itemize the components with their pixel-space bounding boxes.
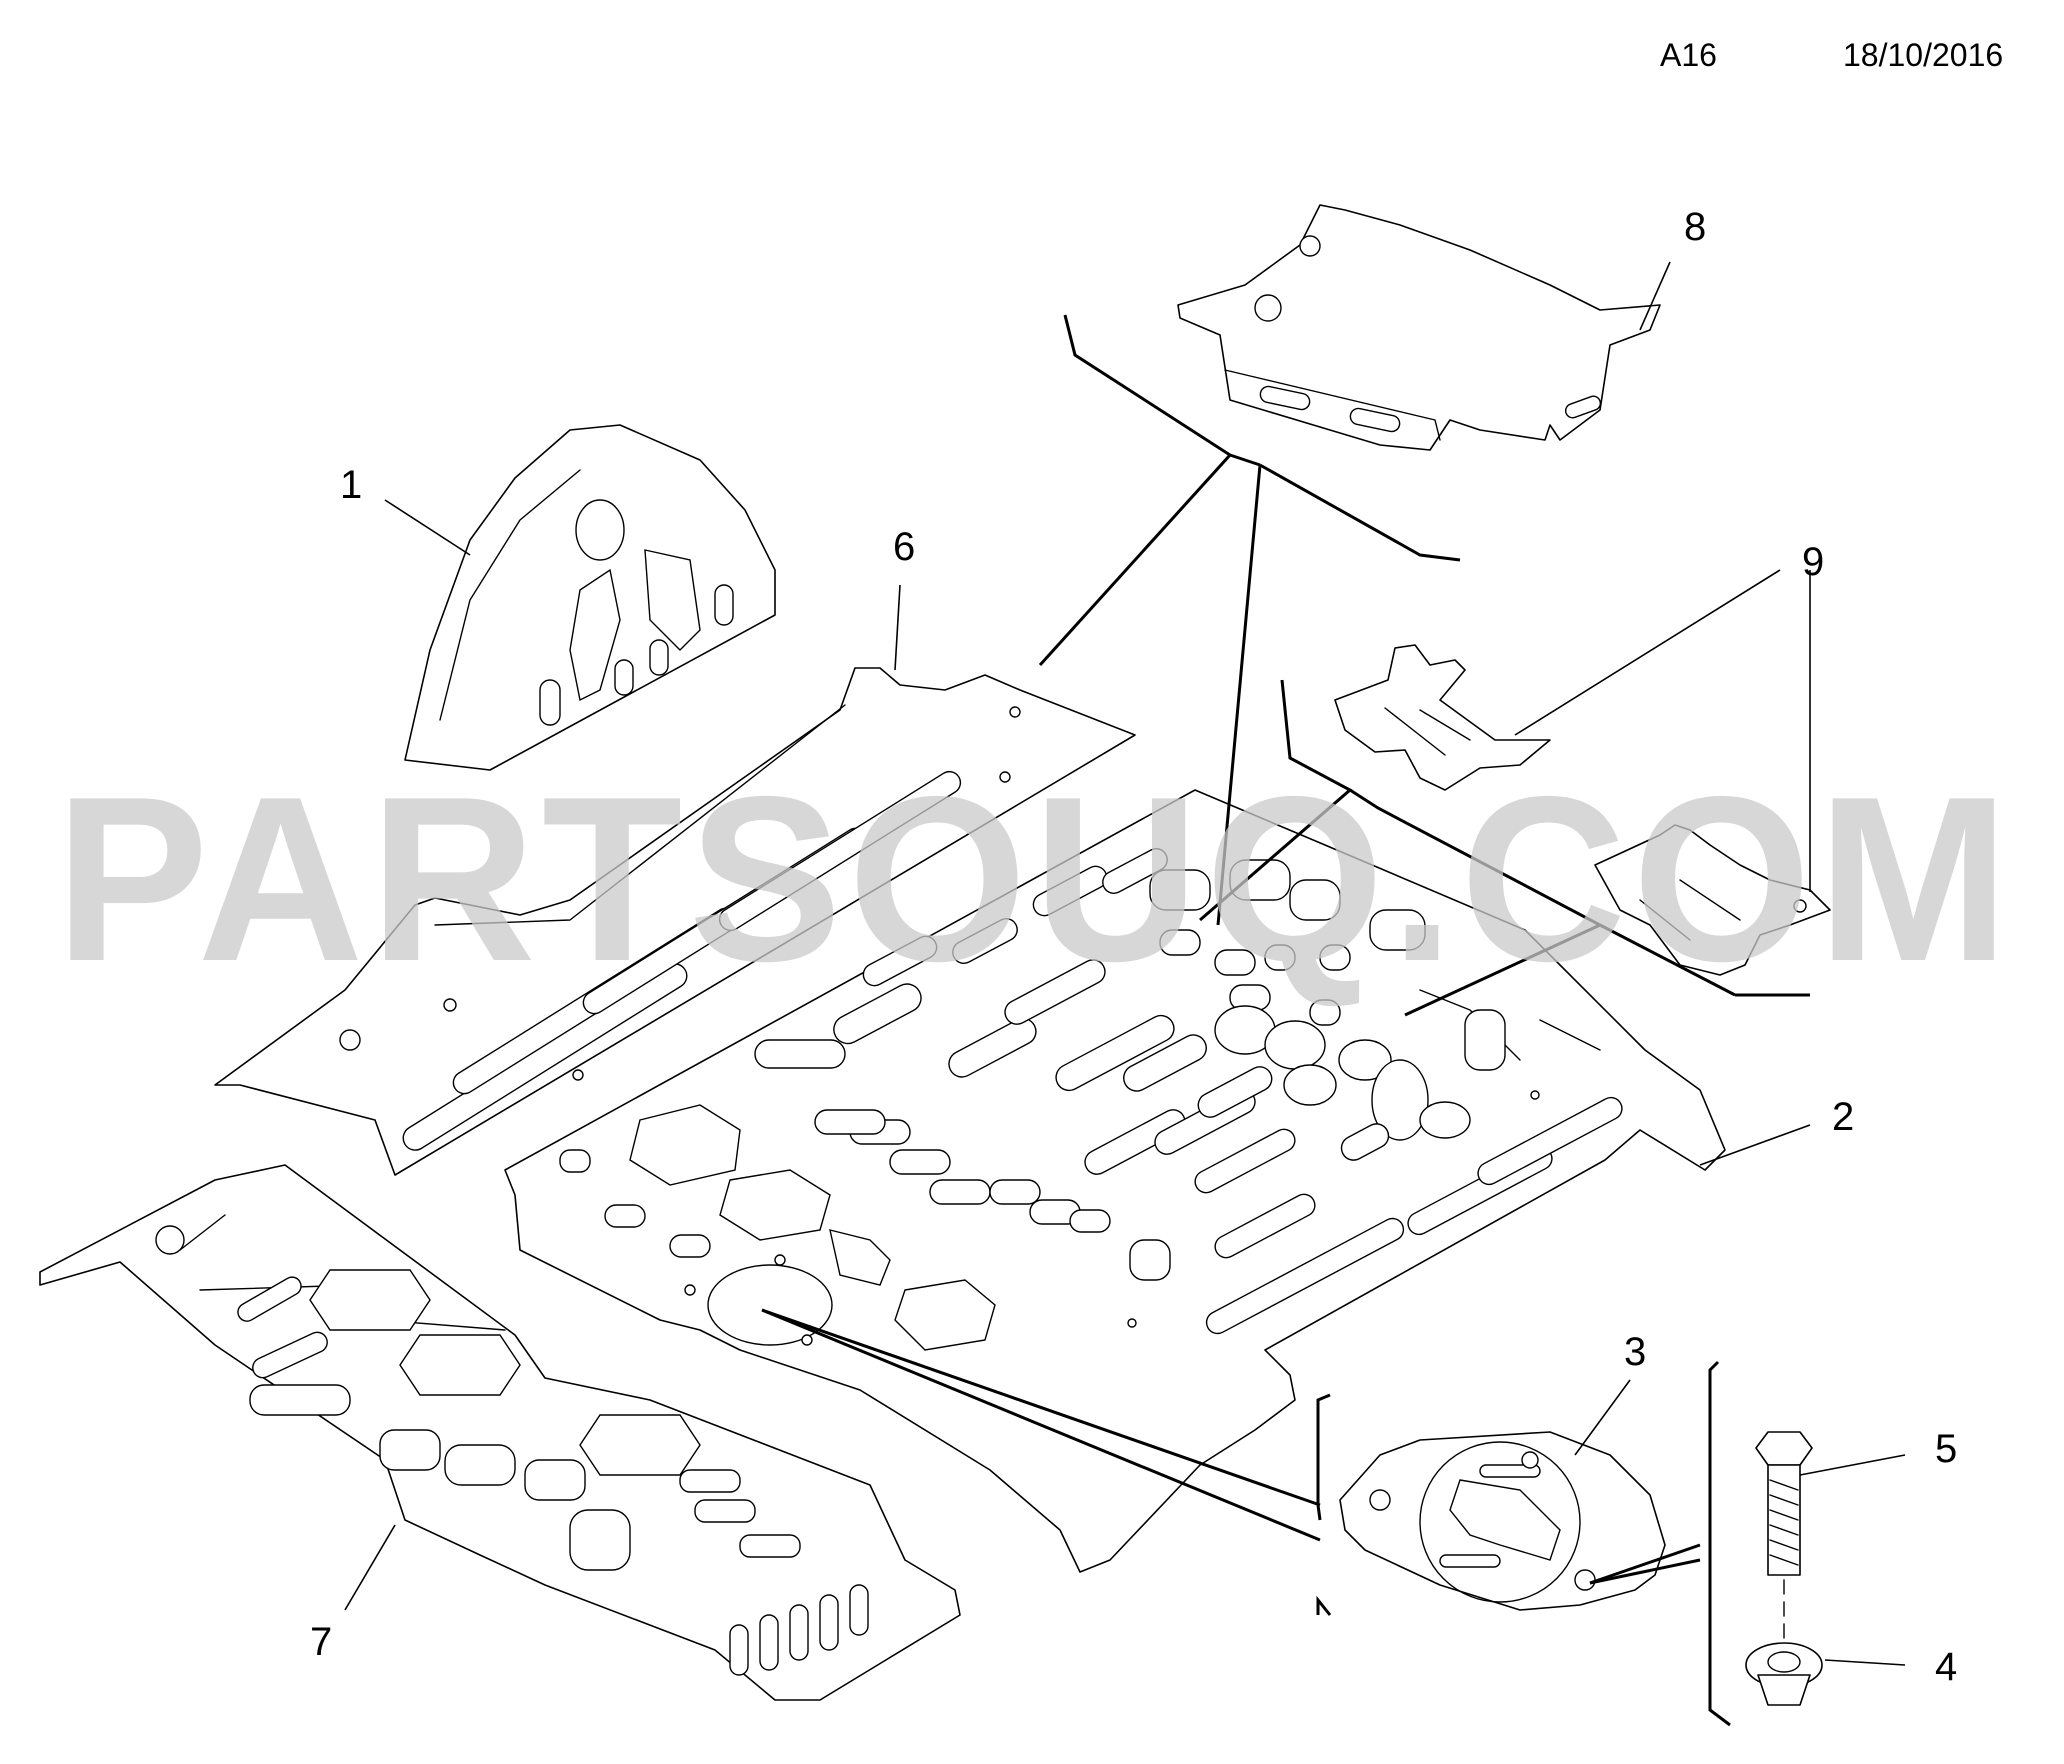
part-2-main-floor-panel[interactable]: [504, 789, 1726, 1573]
part-5-bolt[interactable]: [1755, 1431, 1813, 1666]
callout-8: 8: [1684, 205, 1706, 249]
callout-labels: 1 2 3 4 5 6 7 8 9: [310, 205, 1957, 1689]
part-9-bracket-lower[interactable]: [1594, 824, 1831, 976]
part-7-rear-floor-panel[interactable]: [39, 1164, 961, 1701]
part-1-wheel-house-panel[interactable]: [404, 424, 776, 771]
part-8-reinforcement-bracket[interactable]: [1177, 204, 1661, 451]
part-6-front-floor-panel[interactable]: [214, 667, 1136, 1176]
callout-7: 7: [310, 1620, 332, 1664]
part-4-clip-nut[interactable]: [1745, 1642, 1823, 1706]
callout-6: 6: [893, 525, 915, 569]
part-3-plate[interactable]: [1339, 1431, 1666, 1611]
diagram-date: 18/10/2016: [1843, 37, 2003, 73]
callout-2: 2: [1832, 1095, 1854, 1139]
assembly-indicators: [761, 314, 1810, 1727]
callout-3: 3: [1624, 1330, 1646, 1374]
callout-5: 5: [1935, 1427, 1957, 1471]
part-9-bracket-upper[interactable]: [1334, 644, 1551, 791]
callout-1: 1: [340, 463, 362, 507]
leader-lines: [344, 261, 1906, 1666]
callout-4: 4: [1935, 1645, 1957, 1689]
watermark: PARTSOUQ.COM: [55, 747, 2015, 1010]
diagram-code: A16: [1660, 37, 1717, 73]
callout-9-upper: 9: [1802, 540, 1824, 584]
